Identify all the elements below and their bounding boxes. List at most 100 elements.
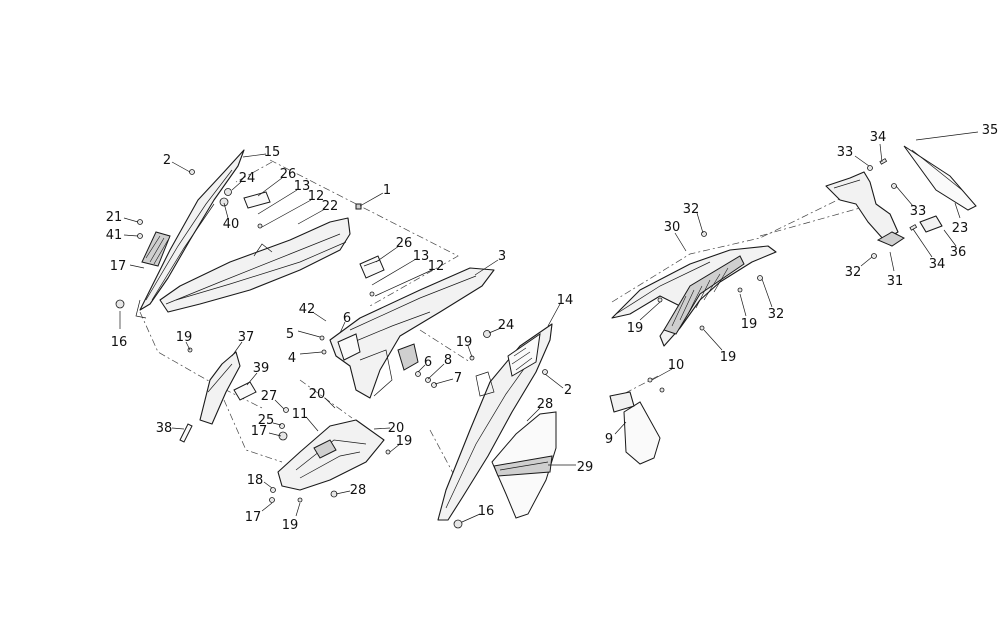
callout-label-c9: 9 [605, 432, 613, 447]
callout-leader-c35 [915, 131, 979, 141]
callout-leader-c31 [889, 251, 895, 272]
callout-label-c21: 21 [106, 210, 123, 225]
rear-fender-part [329, 267, 495, 399]
callout-label-c42: 42 [299, 302, 316, 317]
callout-label-c16b: 16 [478, 504, 495, 519]
callout-leader-c19c [389, 443, 401, 453]
callout-leader-c12a [261, 199, 312, 228]
callout-label-c32c: 32 [845, 265, 862, 280]
callout-leader-c26a [257, 177, 283, 197]
callout-leader-c8 [427, 363, 445, 380]
callout-label-c16a: 16 [111, 335, 128, 350]
callout-leader-c11 [306, 417, 319, 432]
callout-label-c19a: 19 [176, 330, 193, 345]
callout-label-c35: 35 [982, 123, 999, 138]
left-side-cover-part [135, 149, 245, 319]
callout-leaders [119, 131, 979, 523]
callout-label-c14: 14 [557, 293, 574, 308]
callout-label-c33b: 33 [910, 204, 927, 219]
callout-label-c40: 40 [223, 217, 240, 232]
callout-leader-c19e [639, 301, 661, 321]
callout-label-c6b: 6 [424, 355, 432, 370]
callout-leader-c36 [943, 229, 957, 247]
callout-label-c12a: 12 [308, 189, 325, 204]
callout-label-c10: 10 [668, 358, 685, 373]
callout-label-c34b: 34 [929, 257, 946, 272]
callout-leader-c34b [912, 228, 933, 258]
callout-label-c19c: 19 [396, 434, 413, 449]
callout-labels: 1223456678910111212131314151616171717181… [106, 123, 999, 533]
seat-part [159, 217, 351, 313]
callout-leader-c6a [339, 321, 346, 334]
callout-label-c36: 36 [950, 245, 967, 260]
callout-label-c28a: 28 [537, 397, 554, 412]
callout-label-c17a: 17 [110, 259, 127, 274]
callout-label-c33a: 33 [837, 145, 854, 160]
callout-label-c24a: 24 [239, 171, 256, 186]
callout-label-c26a: 26 [280, 167, 297, 182]
rear-tail-unit-part [611, 245, 777, 347]
tail-light-lens-part [903, 145, 977, 233]
callout-leader-c38 [171, 427, 185, 430]
callout-leader-c4 [299, 351, 323, 355]
callout-label-c20b: 20 [388, 421, 405, 436]
callout-label-c19g: 19 [720, 350, 737, 365]
callout-leader-c17b [268, 432, 282, 437]
callout-leader-c30 [674, 232, 687, 252]
callout-leader-c32a [696, 212, 704, 234]
callout-label-c29: 29 [577, 460, 594, 475]
seat-bracket-parts [243, 191, 385, 279]
callout-label-c3: 3 [498, 249, 506, 264]
callout-leader-c32c [860, 256, 873, 267]
callout-label-c5: 5 [286, 327, 294, 342]
callout-label-c20a: 20 [309, 387, 326, 402]
callout-label-c39: 39 [253, 361, 270, 376]
callout-label-c13b: 13 [413, 249, 430, 264]
callout-label-c15: 15 [264, 145, 281, 160]
callout-leader-c2b [544, 373, 564, 389]
callout-leader-c16b [461, 513, 481, 523]
callout-label-c13a: 13 [294, 179, 311, 194]
callout-leader-c12b [374, 269, 433, 297]
callout-label-c19e: 19 [627, 321, 644, 336]
callout-leader-c24a [231, 181, 242, 191]
callout-leader-c34a [879, 143, 883, 163]
callout-label-c41: 41 [106, 228, 123, 243]
callout-label-c22: 22 [322, 199, 339, 214]
callout-label-c19f: 19 [741, 317, 758, 332]
callout-leader-c28b [335, 490, 351, 495]
callout-leader-c22 [297, 208, 326, 225]
callout-label-c32b: 32 [768, 307, 785, 322]
callout-leader-c20a [324, 397, 336, 409]
callout-leader-c3 [474, 259, 499, 276]
callout-label-c31: 31 [887, 274, 904, 289]
callout-label-c25: 25 [258, 413, 275, 428]
callout-leader-c17a [129, 264, 145, 269]
right-side-cover-part [437, 323, 553, 521]
callout-leader-c33a [854, 155, 870, 167]
callout-label-c28b: 28 [350, 483, 367, 498]
callout-leader-c26b [375, 245, 400, 263]
callout-leader-c6b [417, 364, 426, 373]
license-plate-part [609, 391, 661, 465]
callout-label-c17b: 17 [251, 424, 268, 439]
callout-leader-c13b [371, 258, 417, 286]
callout-label-c30: 30 [664, 220, 681, 235]
callout-label-c17c: 17 [245, 510, 262, 525]
small-bracket-parts [179, 351, 257, 443]
callout-label-c37: 37 [238, 330, 255, 345]
callout-label-c2b: 2 [564, 383, 572, 398]
callout-label-c11: 11 [292, 407, 309, 422]
side-number-plate-part [491, 411, 557, 519]
callout-leader-c14 [547, 303, 561, 327]
callout-label-c4: 4 [288, 351, 296, 366]
callout-label-c12b: 12 [428, 259, 445, 274]
callout-label-c1: 1 [383, 183, 391, 198]
callout-leader-c18 [263, 481, 273, 489]
callout-leader-c39 [246, 372, 258, 386]
callout-label-c19b: 19 [456, 335, 473, 350]
callout-leader-c28a [526, 407, 541, 422]
callout-leader-c37 [231, 341, 243, 357]
